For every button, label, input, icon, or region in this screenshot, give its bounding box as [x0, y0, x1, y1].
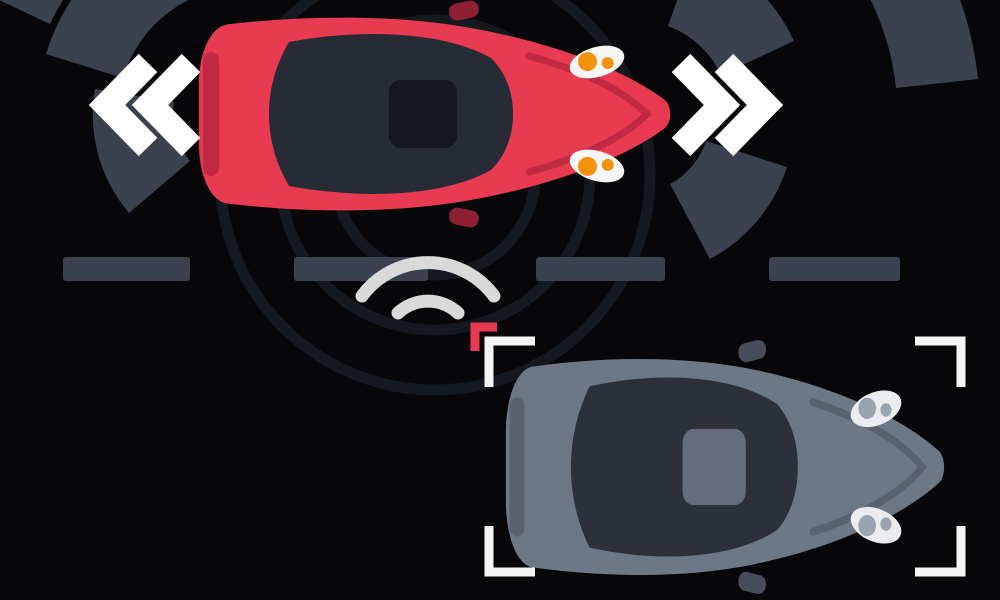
- frame-corner-top-right: [915, 336, 966, 387]
- sonar-waves: [355, 256, 501, 320]
- detected-car-sunroof: [682, 428, 746, 506]
- frame-corner-bottom-left: [484, 526, 535, 577]
- headlight-bulb-small: [880, 403, 892, 417]
- detected-car-mirror-bottom: [738, 571, 767, 595]
- ego-car-rear-band: [203, 52, 219, 176]
- lane-dash: [769, 257, 900, 281]
- chevron-left-inner: [131, 53, 201, 157]
- headlight-bulb-small: [601, 158, 614, 171]
- chevron-right-outer: [714, 53, 784, 157]
- ego-car-headlight-top: [569, 45, 625, 79]
- detected-car-rear-band: [509, 397, 525, 537]
- ego-car-mirror-bottom: [448, 207, 479, 228]
- headlight-bulb: [578, 52, 598, 72]
- ego-car: [199, 0, 671, 228]
- sensor-fan-right-far: [870, 0, 978, 88]
- chevron-left-outer: [88, 53, 158, 157]
- lane-markings: [63, 257, 900, 281]
- detected-car-headlight-bottom: [850, 506, 902, 544]
- sensor-fan-right-down: [670, 141, 787, 259]
- alert-corner-icon: [470, 322, 497, 351]
- lane-dash: [536, 257, 665, 281]
- sensor-fan-right-up: [668, 0, 794, 75]
- frame-corner-bottom-right: [915, 526, 966, 577]
- sonar-wave-inner: [391, 294, 465, 320]
- detected-car-mirror-top: [738, 339, 767, 363]
- ego-car-mirror-top: [448, 0, 479, 21]
- ego-car-sunroof: [389, 80, 457, 148]
- headlight-bulb: [858, 397, 877, 419]
- ego-car-headlight-bottom: [569, 149, 625, 183]
- chevron-right-icon: [671, 53, 784, 157]
- headlight-bulb: [578, 156, 598, 176]
- detected-car: [505, 339, 945, 595]
- sensor-fan-left-up: [46, 0, 189, 78]
- headlight-bulb-small: [880, 517, 892, 531]
- headlight-bulb-small: [601, 57, 614, 70]
- detected-car-headlight-top: [850, 390, 902, 428]
- sonar-wave-outer: [355, 256, 501, 303]
- sensor-fans: [0, 0, 978, 259]
- sensor-fan-left-far: [0, 0, 64, 24]
- headlight-bulb: [858, 515, 877, 537]
- detection-frame: [484, 336, 966, 577]
- chevron-right-inner: [671, 53, 741, 157]
- frame-corner-top-left: [484, 336, 535, 387]
- chevron-left-icon: [88, 53, 201, 157]
- lane-dash: [63, 257, 190, 281]
